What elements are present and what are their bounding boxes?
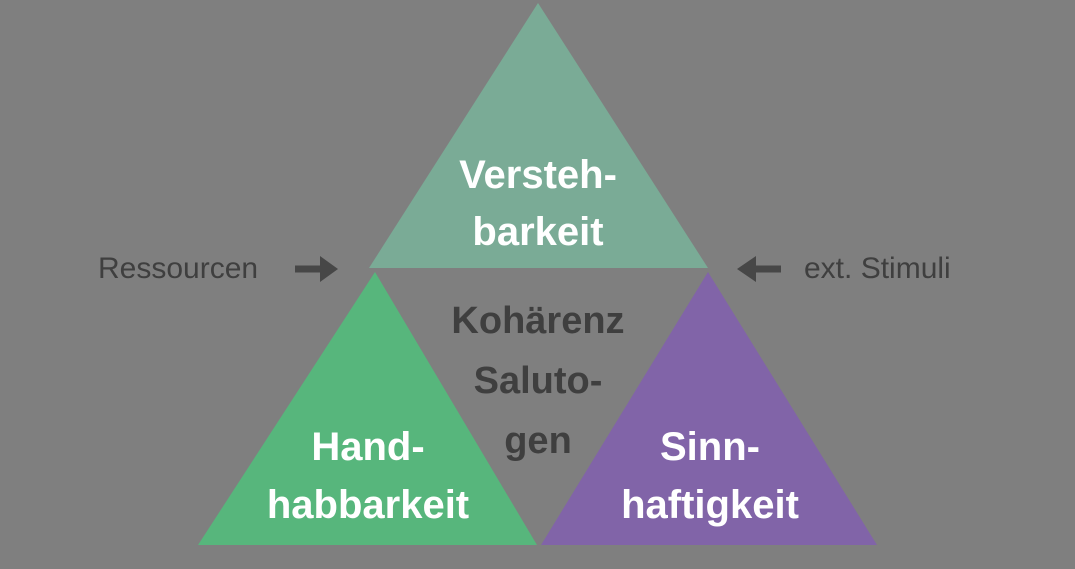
verstehbarkeit-label-line1: Versteh- xyxy=(459,153,617,197)
ressourcen-label: Ressourcen xyxy=(98,252,259,285)
verstehbarkeit-label-line2: barkeit xyxy=(472,210,604,254)
handhabbarkeit-label: Hand- habbarkeit xyxy=(198,418,538,534)
handhabbarkeit-label-line2: habbarkeit xyxy=(266,483,470,527)
kohaerenz-label-line2: Saluto- xyxy=(473,360,603,402)
handhabbarkeit-label-line1: Hand- xyxy=(311,425,425,469)
verstehbarkeit-label: Versteh- barkeit xyxy=(378,147,698,261)
arrow-right-icon xyxy=(295,256,338,282)
arrow-left-icon xyxy=(737,256,781,282)
kohaerenz-salutogen-label: Kohärenz Saluto- gen xyxy=(388,291,688,471)
kohaerenz-label-line3: gen xyxy=(504,420,572,462)
kohaerenz-label-line1: Kohärenz xyxy=(451,300,625,342)
sinnhaftigkeit-triangle xyxy=(541,272,877,545)
sinnhaftigkeit-label-line2: haftigkeit xyxy=(621,483,799,527)
handhabbarkeit-triangle xyxy=(198,272,537,545)
verstehbarkeit-triangle xyxy=(369,3,708,268)
sinnhaftigkeit-label-line1: Sinn- xyxy=(660,425,760,469)
ext-stimuli-label: ext. Stimuli xyxy=(804,252,951,285)
sinnhaftigkeit-label: Sinn- haftigkeit xyxy=(540,418,880,534)
